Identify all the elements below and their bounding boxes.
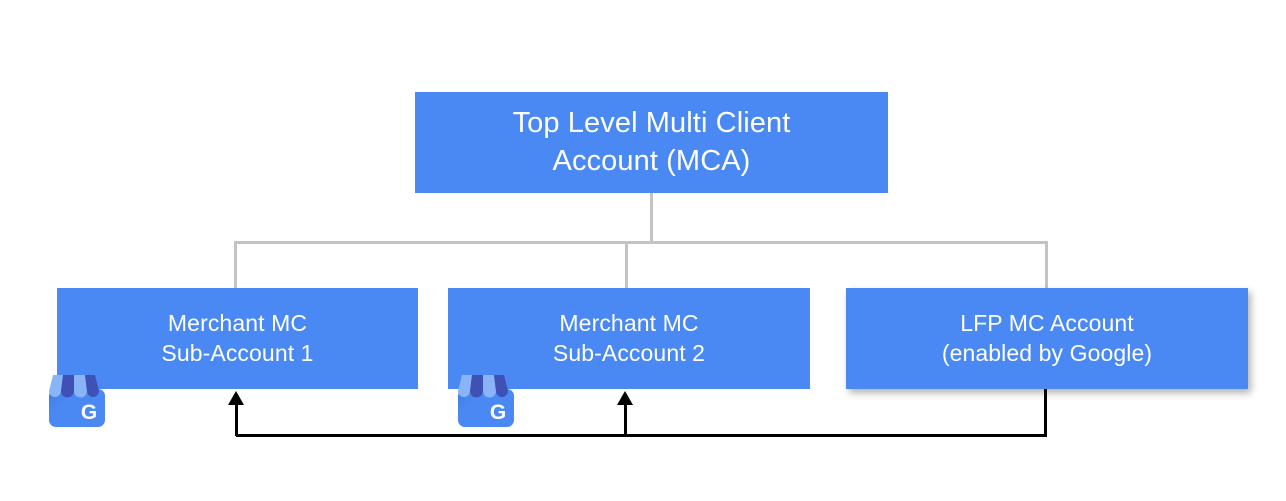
connector-branch-sub2 [625,241,628,289]
arrowhead-to-sub1-icon [228,391,244,405]
google-business-profile-icon: G [49,375,105,427]
flowline-to-sub2 [624,402,627,436]
node-merchant-sub-account-1[interactable]: Merchant MC Sub-Account 1 [57,288,418,389]
flowline-to-sub1 [235,402,238,436]
flowline-horizontal [236,434,1047,437]
connector-branch-lfp [1045,241,1048,289]
svg-text:G: G [490,401,506,424]
node-lfp-mc-account[interactable]: LFP MC Account (enabled by Google) [846,288,1248,389]
flowline-lfp-down [1044,389,1047,437]
node-top-level-mca[interactable]: Top Level Multi Client Account (MCA) [415,92,888,193]
arrowhead-to-sub2-icon [617,391,633,405]
google-business-profile-icon: G [458,375,514,427]
node-merchant-sub-account-2[interactable]: Merchant MC Sub-Account 2 [448,288,810,389]
node-lfp-mc-account-label: LFP MC Account (enabled by Google) [941,310,1153,366]
node-merchant-sub-account-1-label: Merchant MC Sub-Account 1 [161,310,314,366]
connector-crossbar [234,241,1048,244]
connector-mca-trunk [650,193,653,243]
connector-branch-sub1 [234,241,237,289]
node-top-level-mca-label: Top Level Multi Client Account (MCA) [512,107,791,177]
node-merchant-sub-account-2-label: Merchant MC Sub-Account 2 [552,310,706,366]
svg-text:G: G [81,401,97,424]
